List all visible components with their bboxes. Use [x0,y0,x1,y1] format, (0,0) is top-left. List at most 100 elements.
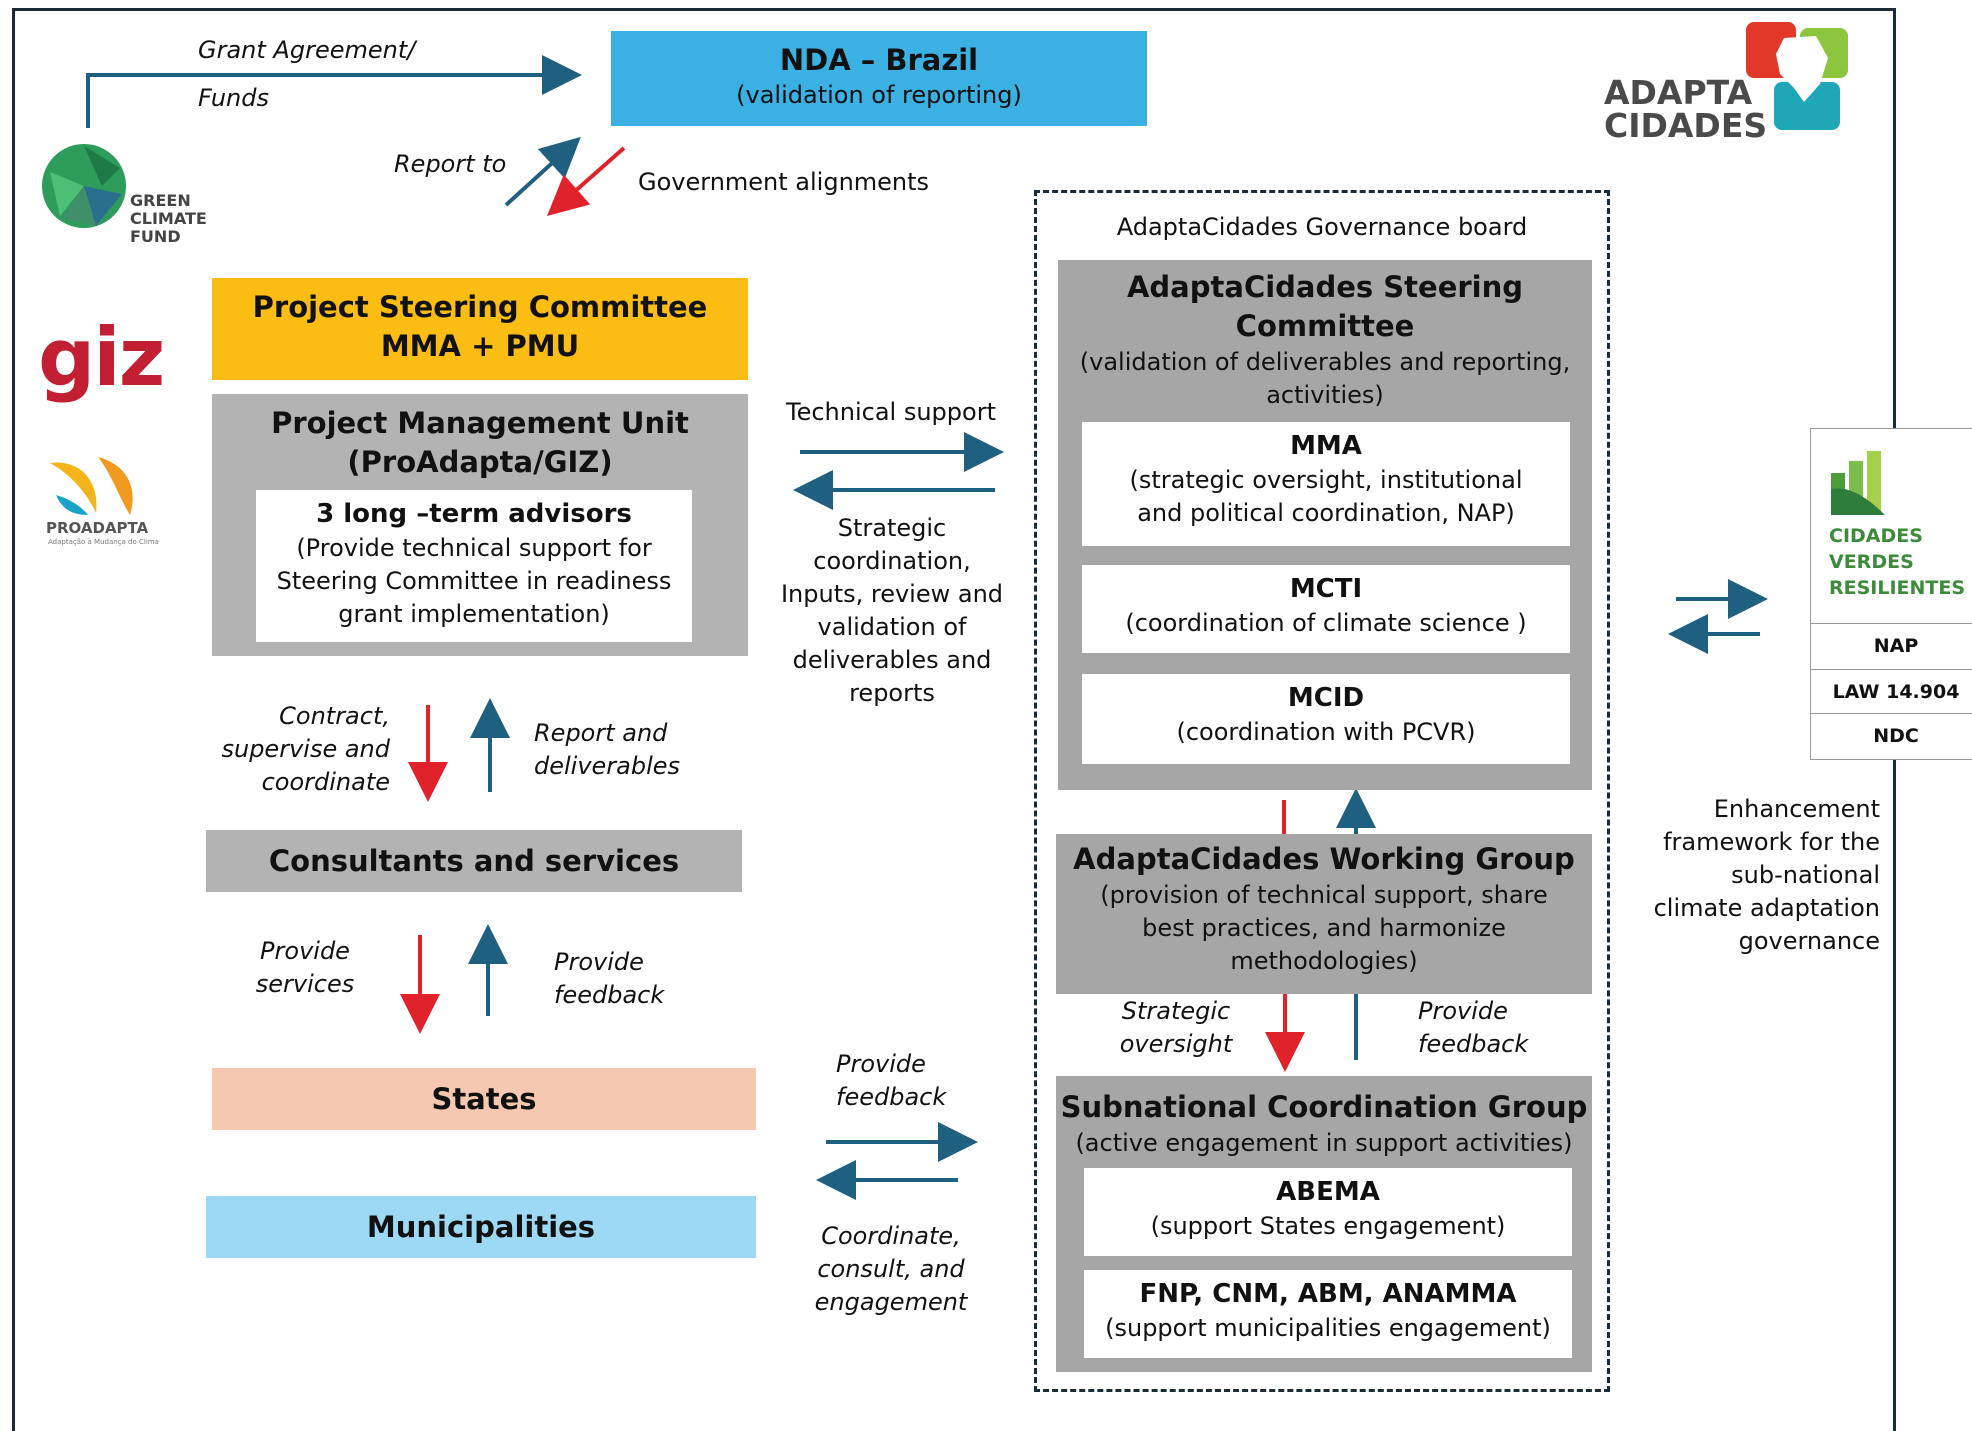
enhancement-framework-label: Enhancement framework for the sub-nation… [1630,793,1880,958]
provide-feedback-right-label: Provide feedback [1418,995,1528,1061]
fnp-title: FNP, CNM, ABM, ANAMMA [1139,1279,1517,1309]
mcid-desc: (coordination with PCVR) [1176,718,1476,746]
nda-box: NDA – Brazil (validation of reporting) [611,31,1147,126]
provide-feedback-left-label: Provide feedback [554,946,664,1012]
strategic-coord-3: Inputs, review and [780,580,1004,608]
gov-alignment-arrow [547,146,626,216]
cvr-leaf-icon [1831,451,1885,515]
pmu-title: Project Management Unit [271,406,689,440]
giz-logo: giz [38,311,165,404]
cvr-text-3: RESILIENTES [1829,577,1966,599]
adapta-text-1: ADAPTA [1604,73,1753,112]
mma-desc-2: and political coordination, NAP) [1137,499,1515,527]
enhancement-5: governance [1738,927,1880,955]
mcti-title: MCTI [1289,574,1363,604]
scg-desc: (active engagement in support activities… [1075,1129,1573,1157]
provide-feedback-mid-label: Provide feedback [836,1048,946,1114]
sc-title-1: AdaptaCidades Steering [1126,270,1524,304]
municipalities-box: Municipalities [206,1196,756,1258]
enhancement-4: climate adaptation [1653,894,1880,922]
governance-board-label: AdaptaCidades Governance board [1116,213,1528,241]
coordinate-2: consult, and [817,1255,965,1283]
fnp-box: FNP, CNM, ABM, ANAMMA (support municipal… [1084,1270,1572,1358]
nda-subtitle: (validation of reporting) [736,81,1022,109]
cidades-verdes-resilientes-panel: CIDADES VERDES RESILIENTES NAP LAW 14.90… [1810,428,1972,760]
provide-feedback-right-1: Provide [1418,997,1508,1025]
contract-label-3: coordinate [261,768,390,796]
nap-cell: NAP [1811,623,1972,668]
mcid-box: MCID (coordination with PCVR) [1082,674,1570,764]
provide-feedback-right-2: feedback [1418,1030,1529,1058]
provide-feedback-left-2: feedback [554,981,665,1009]
report-to-label: Report to [394,150,507,178]
report-deliverables-2: deliverables [534,752,681,780]
advisors-box: 3 long –term advisors (Provide technical… [256,490,692,642]
psc-subtitle: MMA + PMU [380,329,580,363]
gcf-text-2: CLIMATE [130,209,207,228]
working-group-box: AdaptaCidades Working Group (provision o… [1056,834,1592,994]
ndc-cell: NDC [1811,713,1972,758]
strategic-coord-6: reports [849,679,935,707]
abema-desc: (support States engagement) [1150,1212,1506,1240]
gcf-text-3: FUND [130,227,181,246]
advisors-desc-2: Steering Committee in readiness [276,567,672,595]
government-alignments-label: Government alignments [638,168,930,196]
enhancement-1: Enhancement [1713,795,1880,823]
provide-services-1: Provide [260,937,350,965]
strategic-oversight-1: Strategic [1121,997,1231,1025]
strategic-oversight-label: Strategic oversight [1096,995,1256,1061]
mma-box: MMA (strategic oversight, institutional … [1082,422,1570,546]
mcti-box: MCTI (coordination of climate science ) [1082,565,1570,653]
wg-title: AdaptaCidades Working Group [1073,842,1575,876]
strategic-coord-1: Strategic [837,514,947,542]
provide-services-label: Provide services [240,935,370,1001]
contract-label: Contract, supervise and coordinate [190,700,390,799]
report-deliverables-1: Report and [534,719,668,747]
mma-desc-1: (strategic oversight, institutional [1129,466,1523,494]
contract-label-1: Contract, [279,702,390,730]
cvr-text-2: VERDES [1829,551,1914,573]
mma-title: MMA [1290,431,1362,461]
provide-feedback-left-1: Provide [554,948,644,976]
pmu-subtitle: (ProAdapta/GIZ) [347,445,613,479]
grant-label-line1: Grant Agreement/ [198,36,416,64]
consultants-box: Consultants and services [206,830,742,892]
states-box: States [212,1068,756,1130]
contract-label-2: supervise and [221,735,390,763]
adapta-brazil-map-icon [1746,22,1848,130]
coordinate-3: engagement [814,1288,968,1316]
strategic-coord-4: validation of [817,613,967,641]
law-cell: LAW 14.904 [1811,669,1972,714]
proadapta-tagline: Adaptação à Mudança do Clima [48,538,159,546]
strategic-coordination-label: Strategic coordination, Inputs, review a… [772,512,1012,710]
governance-board-frame [1034,190,1610,1392]
wg-desc-1: (provision of technical support, share [1100,881,1548,909]
grant-arrow [86,55,582,128]
technical-support-label: Technical support [786,398,996,426]
proadapta-mark-icon [50,457,133,515]
enhancement-3: sub-national [1731,861,1880,889]
advisors-desc-3: grant implementation) [338,600,610,628]
advisors-title: 3 long –term advisors [316,499,632,529]
consultants-title: Consultants and services [268,844,680,878]
sc-sub-2: activities) [1266,381,1384,409]
green-climate-fund-logo: GREEN CLIMATE FUND [40,140,210,250]
report-to-arrow [504,136,581,207]
coordinate-engagement-label: Coordinate, consult, and engagement [806,1220,976,1319]
fnp-desc: (support municipalities engagement) [1105,1314,1551,1342]
abema-box: ABEMA (support States engagement) [1084,1168,1572,1256]
project-steering-committee-box: Project Steering Committee MMA + PMU [212,278,748,380]
sc-title-2: Committee [1235,309,1415,343]
nda-title: NDA – Brazil [779,43,979,77]
grant-label-line2: Funds [198,84,269,112]
mcid-title: MCID [1287,683,1365,713]
proadapta-text: PROADAPTA [46,519,149,537]
abema-title: ABEMA [1276,1177,1380,1207]
coordinate-1: Coordinate, [821,1222,961,1250]
psc-title: Project Steering Committee [252,290,708,324]
gcf-text-1: GREEN [130,191,191,210]
states-title: States [431,1082,537,1116]
strategic-coord-2: coordination, [813,547,971,575]
provide-services-2: services [255,970,355,998]
